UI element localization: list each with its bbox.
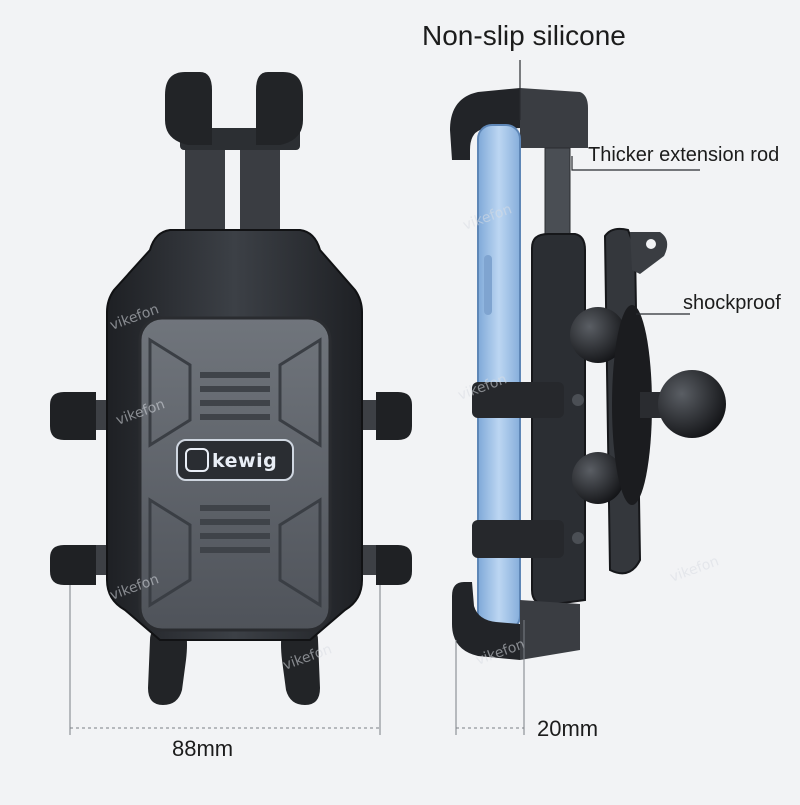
top-claw-left (165, 72, 212, 145)
width-dimension (69, 585, 381, 735)
panel-ribs (200, 372, 270, 553)
bottom-claw-right (281, 625, 320, 705)
depth-dimension (455, 620, 525, 735)
holder-front-view: kewig vikefon vikefon vikefon vikefon (50, 72, 412, 705)
feature-label-shockproof: shockproof (683, 292, 781, 314)
side-claw-lower-right (376, 545, 412, 585)
top-arm-right (240, 140, 280, 230)
side-claw-lower-left (50, 545, 96, 585)
side-bottom-claw (452, 582, 520, 660)
watermark: vikefon (668, 553, 721, 585)
shock-ball-lower (572, 452, 624, 504)
clamp-screw-upper (572, 394, 584, 406)
side-clamp-upper (472, 382, 564, 418)
shock-ring (612, 305, 652, 505)
ball-mount (658, 370, 726, 438)
callout-line-rod (571, 156, 700, 171)
dimension-label-depth: 20mm (537, 716, 599, 741)
brand-logo-text: kewig (212, 450, 277, 472)
brand-logo: kewig (176, 439, 294, 481)
panel-grooves (148, 337, 322, 608)
dimension-label-width: 88mm (172, 736, 234, 761)
side-claw-upper-left (50, 392, 96, 440)
side-bottom-block (520, 600, 580, 660)
holder-side-view: vikefon vikefon vikefon vikefon (450, 88, 726, 669)
top-arm-left (185, 140, 225, 230)
top-claw-right (256, 72, 303, 145)
mount-tab-hole (646, 239, 656, 249)
side-claw-upper-right (376, 392, 412, 440)
side-clamp-lower (472, 520, 564, 558)
side-top-block (520, 88, 588, 148)
bottom-claw-left (148, 625, 187, 705)
extension-rod (544, 147, 571, 244)
mount-tab (630, 232, 668, 274)
callout-lines (519, 60, 700, 315)
feature-label-silicone: Non-slip silicone (422, 20, 626, 51)
shock-ball-upper (570, 307, 626, 363)
feature-label-extension-rod: Thicker extension rod (588, 144, 780, 166)
side-top-claw (450, 88, 520, 160)
clamp-screw-lower (572, 532, 584, 544)
phone-button (484, 255, 492, 315)
